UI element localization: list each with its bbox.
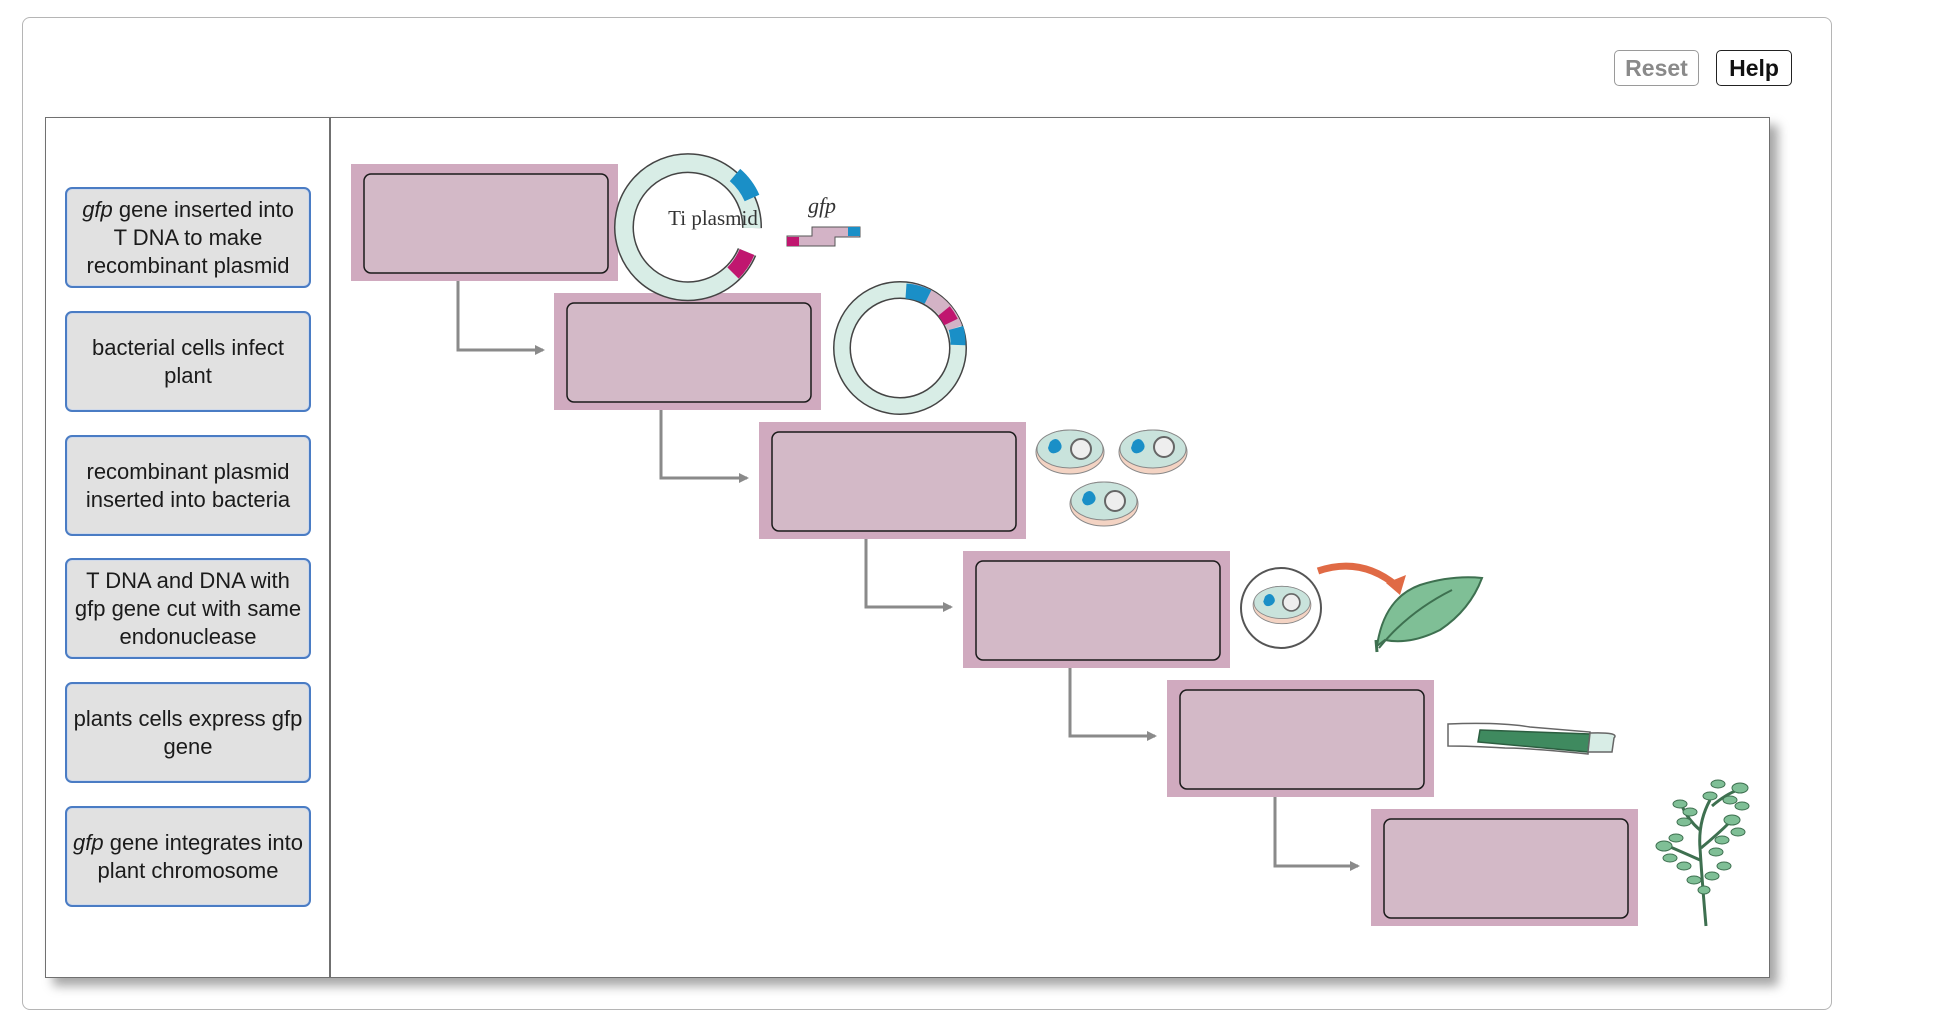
- step-arrow: [1068, 668, 1157, 741]
- ti-plasmid-icon: Ti plasmid: [614, 153, 763, 302]
- drop-zone-2[interactable]: [554, 293, 821, 410]
- step-arrow: [864, 539, 953, 612]
- chromosome-segment-icon: [1447, 722, 1616, 755]
- label-text: plants cells express gfp gene: [73, 705, 303, 759]
- bacteria-icon: [1035, 429, 1188, 527]
- gfp-gene-fragment-icon: gfp: [786, 193, 861, 247]
- bacterium-in-circle-icon: [1240, 567, 1322, 649]
- label-text: recombinant plasmid inserted into bacter…: [85, 458, 291, 512]
- drop-zone-1[interactable]: [351, 164, 618, 281]
- leaf-icon: [1374, 576, 1484, 653]
- step-arrow: [659, 410, 749, 483]
- label-bacterial-cells-infect-plant[interactable]: bacterial cells infect plant: [65, 311, 311, 412]
- label-t-dna-cut-with-endonuclease[interactable]: T DNA and DNA with gfp gene cut with sam…: [65, 558, 311, 659]
- reset-button[interactable]: Reset: [1614, 50, 1699, 86]
- label-text: gene inserted into T DNA to make recombi…: [86, 196, 294, 278]
- gfp-italic: gfp: [73, 829, 104, 855]
- plant-icon: [1655, 779, 1750, 927]
- step-arrow: [456, 281, 545, 355]
- gfp-italic: gfp: [82, 196, 113, 222]
- label-recombinant-plasmid-inserted[interactable]: recombinant plasmid inserted into bacter…: [65, 435, 311, 536]
- label-text: T DNA and DNA with gfp gene cut with sam…: [74, 567, 302, 649]
- drop-zone-4[interactable]: [963, 551, 1230, 668]
- label-text: bacterial cells infect plant: [92, 334, 284, 388]
- label-text: gene integrates into plant chromosome: [97, 829, 303, 883]
- label-gfp-inserted-into-t-dna[interactable]: gfp gene inserted into T DNA to make rec…: [65, 187, 311, 288]
- step-arrow: [1273, 797, 1360, 871]
- label-plant-cells-express-gfp[interactable]: plants cells express gfp gene: [65, 682, 311, 783]
- drop-zone-3[interactable]: [759, 422, 1026, 539]
- label-bank-divider: [329, 117, 331, 978]
- recombinant-plasmid-icon: [833, 281, 967, 415]
- ti-plasmid-label: Ti plasmid: [668, 206, 758, 230]
- infection-arrowhead-icon: [1386, 575, 1406, 595]
- gfp-label: gfp: [808, 193, 836, 218]
- label-gfp-integrates-into-chromosome[interactable]: gfp gene integrates into plant chromosom…: [65, 806, 311, 907]
- help-button[interactable]: Help: [1716, 50, 1792, 86]
- drop-zone-6[interactable]: [1371, 809, 1638, 926]
- infection-arrow-icon: [1316, 562, 1401, 590]
- drop-zone-5[interactable]: [1167, 680, 1434, 797]
